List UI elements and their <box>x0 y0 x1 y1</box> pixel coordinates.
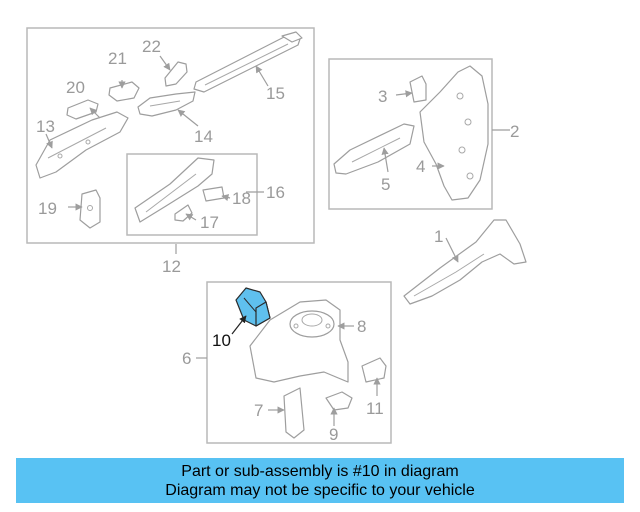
part-3-bracket <box>409 75 427 103</box>
part-2-apron <box>419 65 489 201</box>
part-11-bracket <box>361 357 387 383</box>
group-box-2 <box>328 58 493 210</box>
part-17-bracket <box>174 204 193 222</box>
leader-lines <box>45 55 510 426</box>
part-9-bracket <box>325 391 353 411</box>
part-20-bracket <box>66 99 99 120</box>
group-box-6 <box>206 281 392 444</box>
label-21: 21 <box>108 49 127 68</box>
label-11: 11 <box>366 399 384 418</box>
part-22-bracket <box>164 61 188 87</box>
label-22: 22 <box>142 37 161 56</box>
label-5: 5 <box>381 175 390 194</box>
label-12: 12 <box>162 257 181 276</box>
label-15: 15 <box>266 84 285 103</box>
label-13: 13 <box>36 117 55 136</box>
group-box-12 <box>26 27 315 244</box>
banner-line-2: Diagram may not be specific to your vehi… <box>165 482 475 499</box>
label-10: 10 <box>212 331 231 350</box>
label-3: 3 <box>378 87 387 106</box>
label-4: 4 <box>416 157 425 176</box>
part-labels: 1 2 3 4 5 6 7 8 9 10 11 12 13 14 15 16 1… <box>36 37 519 444</box>
part-8-housing <box>249 299 349 383</box>
label-18: 18 <box>232 189 251 208</box>
label-20: 20 <box>66 78 85 97</box>
part-7-member <box>283 387 305 439</box>
part-21-bracket <box>108 81 140 102</box>
part-15-rail <box>193 31 303 93</box>
part-10-highlighted-bracket <box>235 287 271 327</box>
label-8: 8 <box>357 317 366 336</box>
label-16: 16 <box>266 183 285 202</box>
label-9: 9 <box>329 425 338 444</box>
part-19-bracket <box>79 189 101 229</box>
group-box-16 <box>126 153 258 236</box>
part-5-rail <box>333 123 415 175</box>
label-1: 1 <box>434 227 443 246</box>
part-14-member <box>137 91 196 117</box>
info-banner: Part or sub-assembly is #10 in diagram D… <box>16 458 624 503</box>
label-19: 19 <box>38 199 57 218</box>
label-6: 6 <box>182 349 191 368</box>
banner-line-1: Part or sub-assembly is #10 in diagram <box>181 463 459 480</box>
label-7: 7 <box>254 401 263 420</box>
part-13-frame <box>35 111 129 179</box>
part-1-fender <box>403 219 527 305</box>
part-18-plate <box>202 186 225 202</box>
label-17: 17 <box>200 213 219 232</box>
label-14: 14 <box>194 127 213 146</box>
part-16-member <box>134 157 215 223</box>
label-2: 2 <box>510 122 519 141</box>
